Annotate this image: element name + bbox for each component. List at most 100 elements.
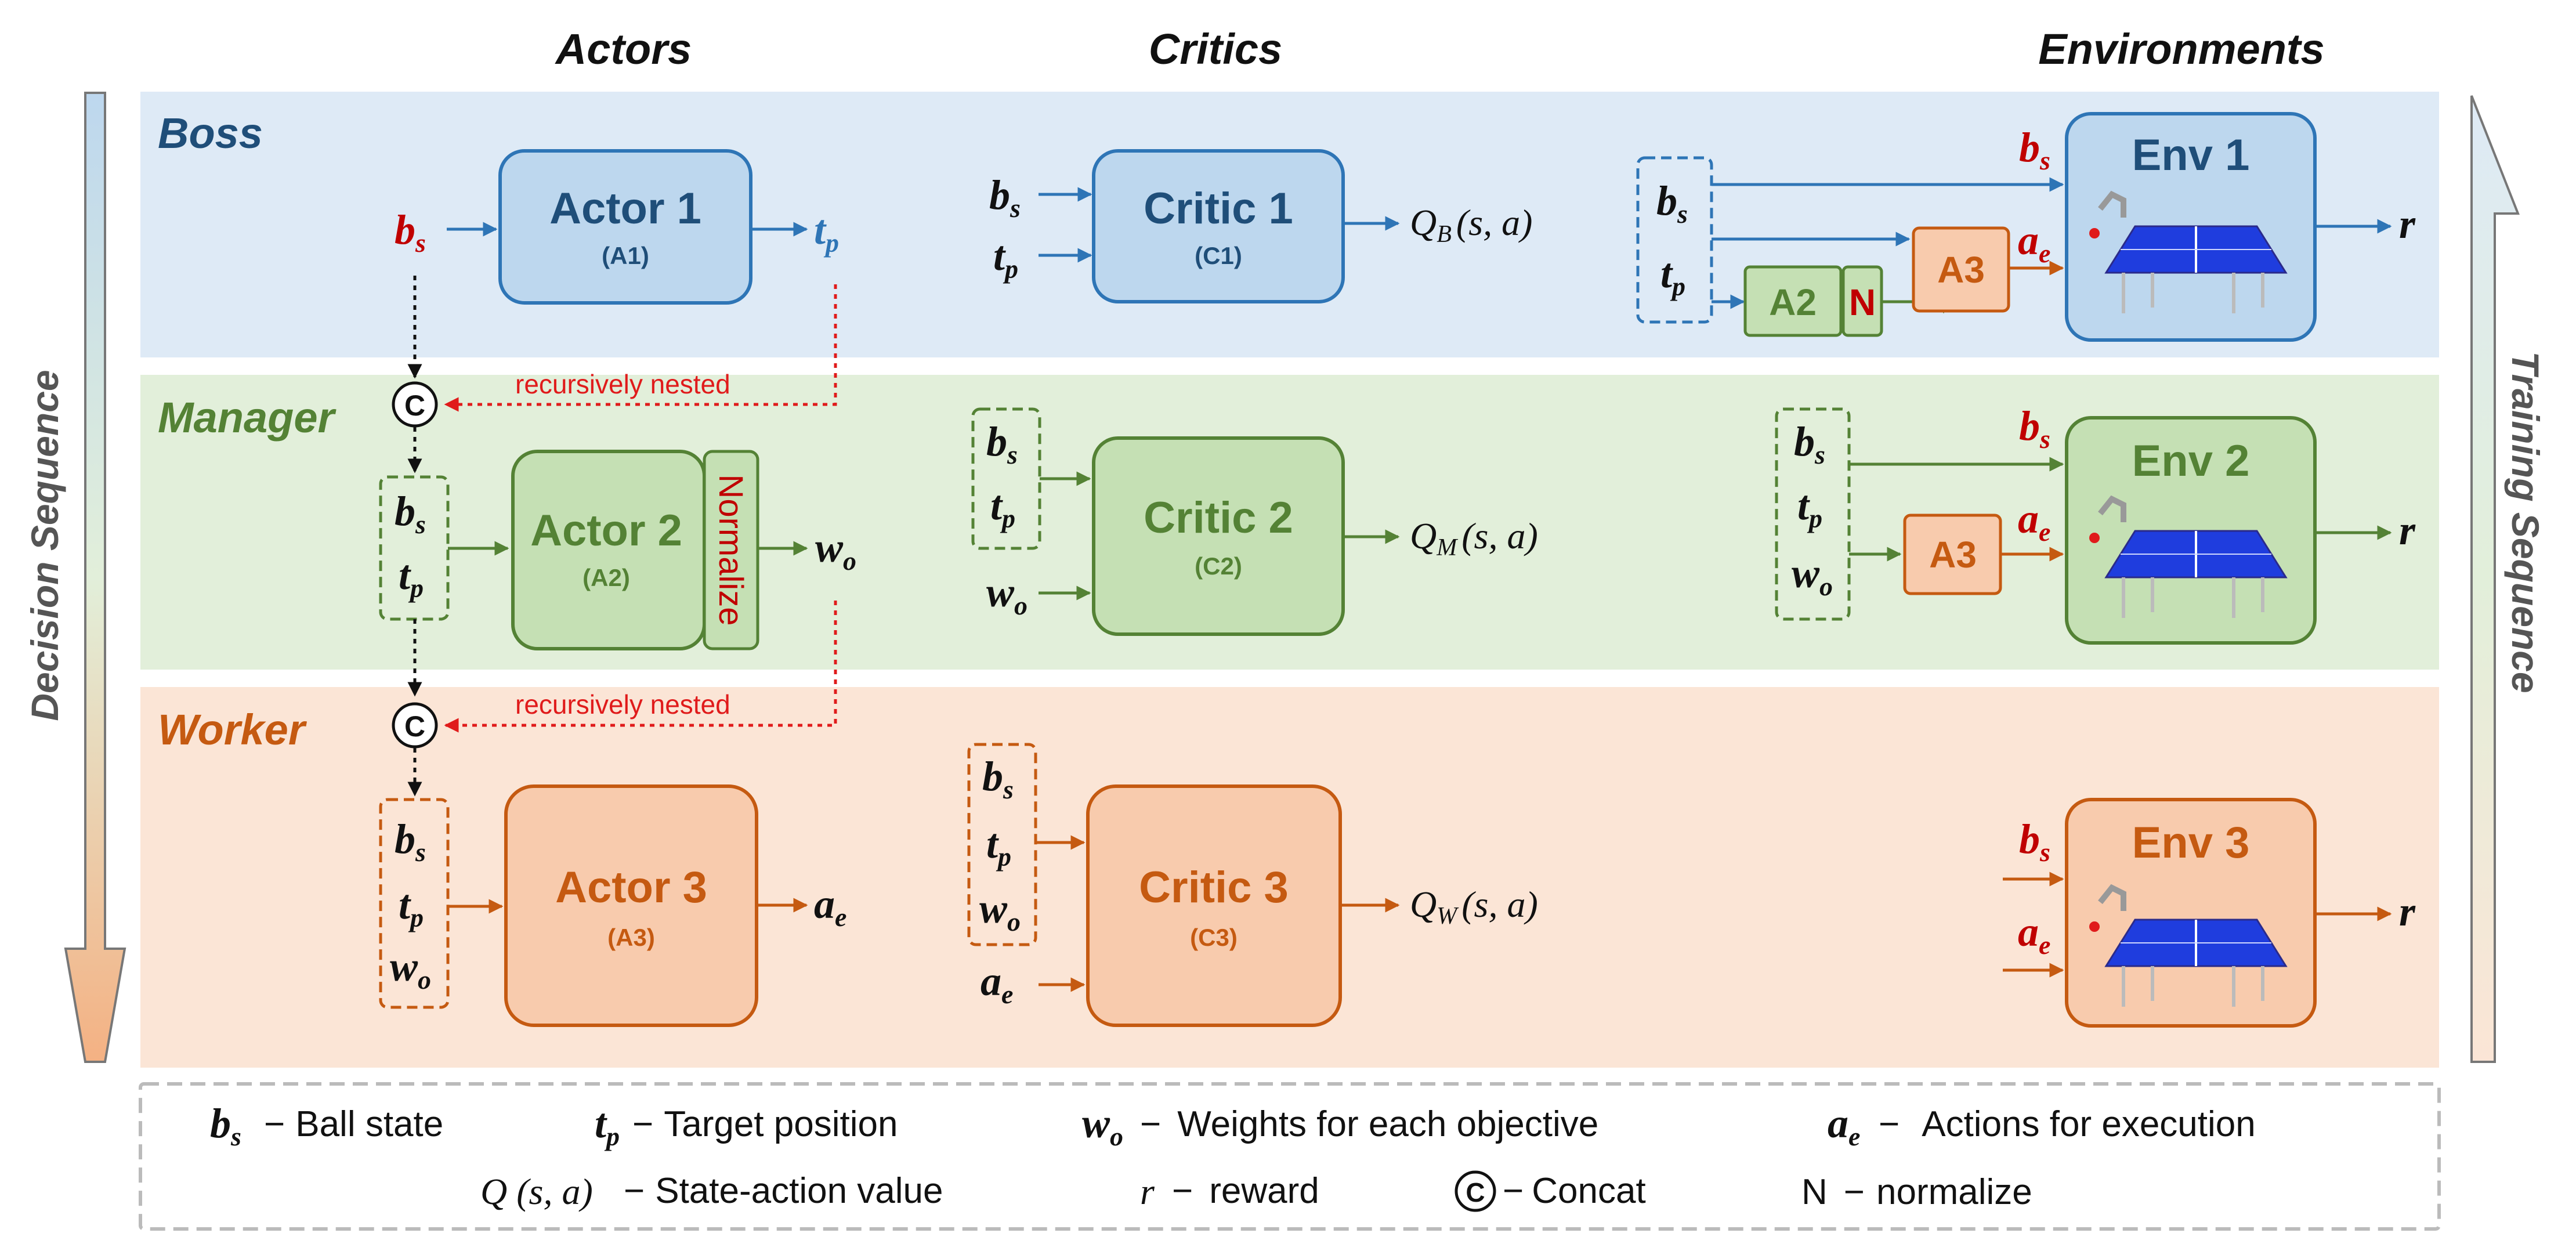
training-sequence-arrow	[2470, 95, 2520, 1063]
legend-r-text: −reward	[1172, 1171, 1319, 1211]
critic3-input-group	[967, 743, 1037, 946]
actor-1-code: (A1)	[602, 242, 649, 269]
q-manager: QM(s, a)	[1410, 515, 1538, 561]
env2-label-bs: bs	[2019, 403, 2050, 454]
critic-1-title: Critic 1	[1144, 184, 1293, 233]
legend-concat-text: −Concat	[1503, 1171, 1646, 1211]
concat-node-2	[392, 702, 438, 749]
nested-path-1	[444, 284, 837, 412]
critic1-input-bs: bs	[989, 172, 1021, 223]
legend-concat-letter: C	[1466, 1177, 1485, 1207]
critic2-in-tp: tp	[990, 482, 1015, 533]
env-3-title: Env 3	[2132, 818, 2250, 867]
env-1-table-icon	[2089, 190, 2288, 313]
env2-group-tp: tp	[1797, 482, 1822, 533]
legend-concat-symbol	[1455, 1170, 1496, 1212]
band-label-manager: Manager	[158, 393, 337, 442]
legend-tp-symbol: tp	[595, 1100, 620, 1151]
legend-ae-symbol: ae	[1828, 1100, 1860, 1151]
env1-label-ae: ae	[2018, 217, 2050, 268]
critic-3-title: Critic 3	[1139, 863, 1289, 912]
env2-group-bs: bs	[1794, 418, 1825, 469]
column-title-environments: Environments	[2038, 25, 2324, 73]
legend-q-text: −State-action value	[624, 1171, 943, 1211]
concat-node-1	[392, 381, 438, 428]
worker-actor-in-wo: wo	[390, 943, 431, 995]
env-1-title: Env 1	[2132, 131, 2250, 180]
critic3-in-wo: wo	[979, 885, 1021, 937]
env3-label-ae: ae	[2018, 909, 2050, 960]
concat-node-1-label: C	[404, 389, 425, 422]
column-title-actors: Actors	[555, 25, 692, 73]
training-sequence-label: Training Sequence	[2504, 351, 2547, 693]
legend-wo-symbol: wo	[1082, 1100, 1123, 1151]
legend-bs-text: −Ball state	[264, 1104, 443, 1144]
env1-input-group	[1636, 156, 1713, 324]
legend-ae-text: −Actions for execution	[1879, 1104, 2256, 1144]
critic3-in-tp: tp	[986, 820, 1011, 872]
nested-label-2: recursively nested	[515, 689, 730, 719]
legend-q-symbol: Q (s, a)	[480, 1171, 593, 1212]
band-label-boss: Boss	[158, 109, 263, 157]
legend-bs-symbol: bs	[210, 1100, 241, 1151]
legend-tp-text: −Target position	[632, 1104, 898, 1144]
critic-2-title: Critic 2	[1144, 493, 1293, 543]
critic-2-code: (C2)	[1195, 552, 1242, 580]
mini-a2-box	[1743, 265, 1843, 337]
manager-output-wo: wo	[815, 525, 856, 576]
env3-reward: r	[2399, 888, 2416, 935]
actor-1-box	[498, 149, 752, 305]
legend-wo-text: −Weights for each objective	[1140, 1104, 1598, 1144]
nested-path-2	[444, 601, 837, 733]
critic3-in-bs: bs	[982, 753, 1014, 804]
mini-a2-label: A2	[1769, 281, 1817, 323]
concat-node-2-label: C	[404, 710, 425, 743]
critic-1-code: (C1)	[1195, 242, 1242, 269]
q-worker: QW(s, a)	[1410, 884, 1538, 930]
actor-3-code: (A3)	[607, 924, 655, 951]
decision-sequence-arrow	[64, 92, 126, 1063]
boss-output-tp: tp	[814, 207, 839, 258]
critic2-in-bs: bs	[986, 418, 1018, 469]
decision-sequence-label: Decision Sequence	[23, 370, 66, 721]
actor-3-title: Actor 3	[555, 863, 707, 912]
worker-actor-in-bs: bs	[395, 816, 426, 867]
env2-input-group	[1775, 407, 1851, 621]
critic-1-box	[1092, 149, 1345, 303]
env1-reward: r	[2399, 201, 2416, 247]
manager-actor-in-tp: tp	[399, 552, 424, 603]
env1-group-tp: tp	[1660, 250, 1685, 301]
legend-n-text: N−normalize	[1801, 1172, 2032, 1212]
worker-actor-input-group	[379, 798, 450, 1009]
worker-output-ae: ae	[814, 881, 846, 932]
env1-group-bs: bs	[1656, 178, 1688, 229]
env-2-title: Env 2	[2132, 436, 2250, 486]
q-boss: QB(s, a)	[1410, 202, 1532, 248]
env2-reward: r	[2399, 507, 2416, 554]
env2-label-ae: ae	[2018, 496, 2050, 547]
actor-2-code: (A2)	[583, 564, 630, 591]
legend-r-symbol: r	[1140, 1171, 1155, 1212]
critic3-in-ae: ae	[981, 958, 1013, 1009]
worker-actor-in-tp: tp	[399, 881, 424, 932]
normalize-box	[703, 450, 759, 650]
legend-box	[139, 1082, 2441, 1231]
env1-label-bs: bs	[2019, 124, 2050, 175]
critic2-in-wo: wo	[986, 569, 1027, 620]
manager-actor-in-bs: bs	[395, 488, 426, 539]
column-title-critics: Critics	[1149, 25, 1282, 73]
mini-a3-label-manager: A3	[1929, 534, 1977, 576]
env2-group-wo: wo	[1792, 550, 1833, 601]
nested-label-1: recursively nested	[515, 369, 730, 399]
band-label-worker: Worker	[158, 706, 307, 754]
critic-3-code: (C3)	[1190, 924, 1238, 951]
mini-a3-label-boss: A3	[1937, 249, 1985, 291]
env-3-table-icon	[2089, 884, 2288, 1007]
mini-n-label: N	[1849, 281, 1876, 323]
critic1-input-tp: tp	[993, 233, 1018, 284]
actor-1-title: Actor 1	[549, 184, 701, 233]
critic2-input-group	[971, 407, 1041, 550]
normalize-label: Normalize	[712, 474, 750, 626]
